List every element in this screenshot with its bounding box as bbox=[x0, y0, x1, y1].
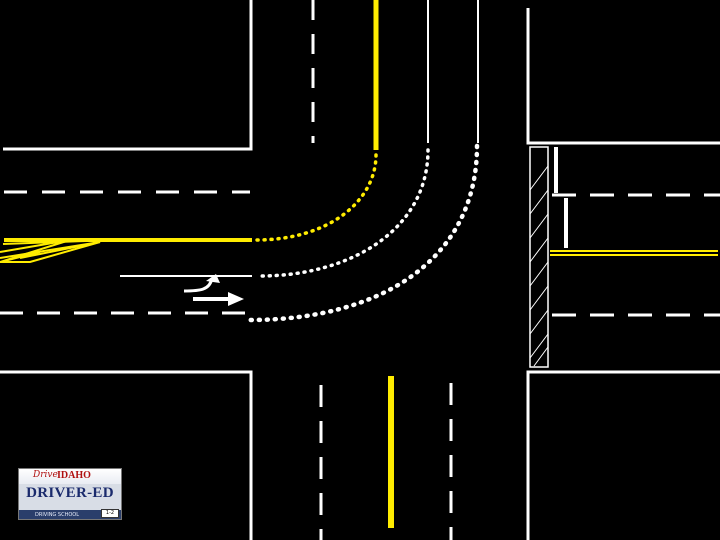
turn-guide-yellow bbox=[254, 153, 378, 242]
curb-bottom-right bbox=[526, 370, 720, 540]
curved-right-turn-arrowhead bbox=[206, 274, 220, 283]
logo-state: IDAHO bbox=[57, 470, 91, 481]
idaho-driver-ed-logo: Drive IDAHO DRIVER-ED DRIVING SCHOOL 1-2 bbox=[18, 468, 122, 520]
turn-guide-inner bbox=[258, 148, 430, 278]
logo-script-text: Drive bbox=[33, 470, 58, 480]
curb-top-right bbox=[526, 8, 720, 145]
curb-top-left bbox=[3, 0, 253, 151]
east-crosswalk bbox=[529, 146, 549, 368]
straight-right-arrowhead bbox=[228, 292, 244, 306]
turn-guide-outer bbox=[247, 143, 480, 323]
logo-header: Drive IDAHO bbox=[19, 469, 121, 484]
logo-title: DRIVER-ED bbox=[26, 485, 114, 501]
logo-strip: DRIVING SCHOOL 1-2 bbox=[19, 509, 121, 519]
west-median-hatch bbox=[0, 239, 113, 263]
curb-bottom-left bbox=[0, 370, 253, 540]
logo-tag: 1-2 bbox=[101, 509, 119, 518]
logo-bottom-text: DRIVING SCHOOL bbox=[35, 512, 79, 518]
